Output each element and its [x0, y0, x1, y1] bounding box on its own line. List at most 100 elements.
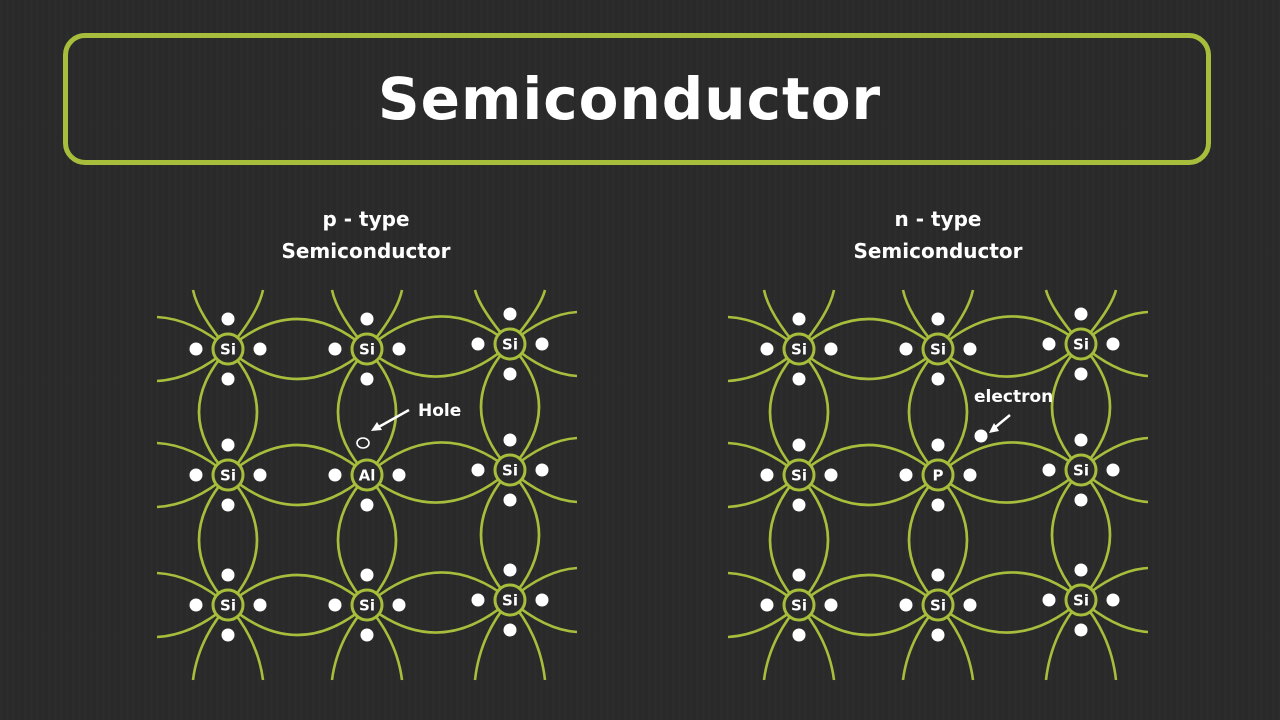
bond-arc: [227, 474, 259, 606]
valence-electron: [792, 628, 806, 642]
valence-electron: [221, 498, 235, 512]
valence-electron: [221, 628, 235, 642]
silicon-atom-symbol: Si: [791, 341, 807, 359]
silicon-atom: [493, 327, 527, 361]
valence-electron: [503, 493, 517, 507]
bond-arc: [227, 474, 368, 507]
n-type-heading: n - type Semiconductor: [788, 203, 1088, 267]
bond-arc: [366, 343, 511, 378]
bond-arc: [509, 469, 541, 601]
valence-electron: [503, 307, 517, 321]
valence-electron: [503, 563, 517, 577]
valence-electron: [253, 598, 267, 612]
silicon-atom: [782, 458, 816, 492]
valence-electron: [760, 598, 774, 612]
bond-arc: [366, 348, 398, 476]
valence-electron: [360, 372, 374, 386]
valence-electron: [1042, 337, 1056, 351]
valence-electron: [328, 598, 342, 612]
dopant-atom-symbol: P: [933, 467, 944, 485]
valence-electron: [963, 598, 977, 612]
valence-electron: [535, 593, 549, 607]
valence-electron: [471, 337, 485, 351]
valence-electron: [360, 498, 374, 512]
valence-electron: [221, 438, 235, 452]
valence-electron: [963, 342, 977, 356]
valence-electron: [253, 468, 267, 482]
silicon-atom-symbol: Si: [930, 597, 946, 615]
bond-arc: [907, 474, 939, 606]
valence-electron: [792, 568, 806, 582]
bond-arc: [768, 348, 800, 476]
valence-electron: [360, 568, 374, 582]
silicon-atom-symbol: Si: [1073, 336, 1089, 354]
silicon-atom: [921, 332, 955, 366]
n-type-heading-line1: n - type: [894, 207, 982, 231]
bond-arc: [937, 343, 1082, 378]
valence-electron: [899, 342, 913, 356]
silicon-atom-symbol: Si: [791, 597, 807, 615]
bond-arc: [937, 315, 1082, 350]
annotation-arrowhead: [989, 423, 999, 433]
valence-electron: [221, 568, 235, 582]
valence-electron: [824, 342, 838, 356]
valence-electron: [792, 438, 806, 452]
silicon-atom: [493, 583, 527, 617]
bond-arc: [227, 317, 368, 350]
silicon-atom-symbol: Si: [220, 341, 236, 359]
silicon-atom: [782, 332, 816, 366]
silicon-atom: [1064, 327, 1098, 361]
silicon-atom: [211, 588, 245, 622]
silicon-atom-symbol: Si: [930, 341, 946, 359]
p-type-heading: p - type Semiconductor: [216, 203, 516, 267]
valence-electron: [535, 337, 549, 351]
silicon-atom-symbol: Si: [220, 597, 236, 615]
hole-marker: [356, 437, 370, 449]
bond-arc: [937, 571, 1082, 606]
valence-electron: [1106, 593, 1120, 607]
electron-label: electron: [974, 387, 1053, 407]
valence-electron: [1042, 463, 1056, 477]
bond-arc: [937, 348, 969, 476]
bond-arc: [907, 348, 939, 476]
bond-arc: [366, 315, 511, 350]
bond-arc: [366, 469, 511, 504]
bond-arc: [227, 604, 368, 637]
silicon-atom-symbol: Si: [502, 592, 518, 610]
silicon-atom-symbol: Si: [791, 467, 807, 485]
valence-electron: [189, 468, 203, 482]
valence-electron: [931, 498, 945, 512]
silicon-atom: [350, 588, 384, 622]
bond-arc: [366, 599, 511, 634]
bond-arc: [197, 474, 229, 606]
hole-label: Hole: [418, 401, 461, 421]
bond-arc: [937, 599, 1082, 634]
dopant-atom: [350, 458, 384, 492]
bond-arc: [366, 441, 511, 476]
valence-electron: [328, 342, 342, 356]
valence-electron: [221, 312, 235, 326]
bond-arc: [509, 343, 541, 471]
silicon-atom: [211, 332, 245, 366]
valence-electron: [824, 598, 838, 612]
valence-electron: [931, 438, 945, 452]
valence-electron: [471, 593, 485, 607]
valence-electron: [471, 463, 485, 477]
valence-electron: [1106, 463, 1120, 477]
valence-electron: [899, 468, 913, 482]
valence-electron: [1074, 493, 1088, 507]
silicon-atom: [782, 588, 816, 622]
valence-electron: [253, 342, 267, 356]
valence-electron: [1074, 367, 1088, 381]
valence-electron: [392, 598, 406, 612]
bond-arc: [197, 348, 229, 476]
valence-electron: [392, 342, 406, 356]
valence-electron: [792, 312, 806, 326]
bond-arc: [937, 474, 969, 606]
valence-electron: [760, 468, 774, 482]
silicon-atom-symbol: Si: [1073, 592, 1089, 610]
valence-electron: [792, 498, 806, 512]
page-title: Semiconductor: [377, 65, 882, 133]
valence-electron: [824, 468, 838, 482]
valence-electron: [535, 463, 549, 477]
